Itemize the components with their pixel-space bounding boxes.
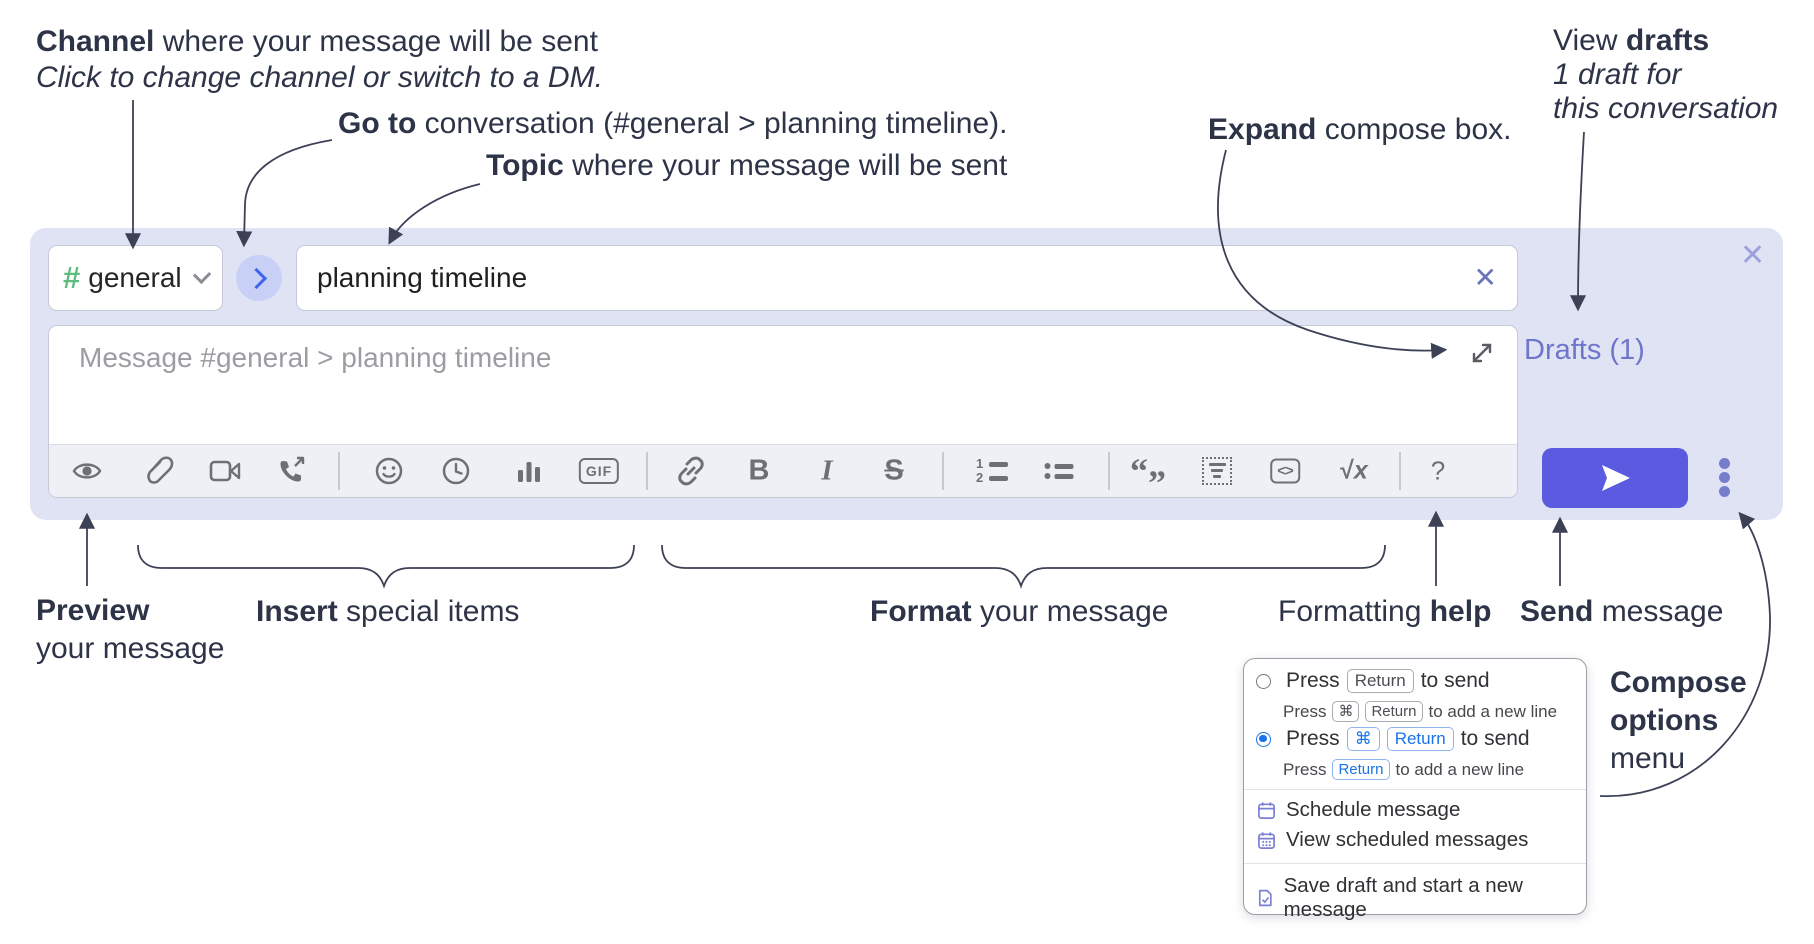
- draft-doc-icon: [1258, 889, 1272, 907]
- goto-annotation: Go to conversation (#general > planning …: [338, 107, 1008, 140]
- send-icon: [1602, 465, 1630, 491]
- compose-toolbar: GIF B I S 1 2 “”: [49, 444, 1517, 503]
- cmd-key: ⌘: [1346, 727, 1380, 751]
- toolbar-divider: [1399, 452, 1401, 490]
- topic-value: planning timeline: [317, 262, 528, 293]
- topic-annotation: Topic where your message will be sent: [486, 149, 1008, 182]
- send-annotation: Send message: [1520, 595, 1724, 628]
- code-icon[interactable]: <>: [1270, 458, 1300, 484]
- toolbar-divider: [1108, 452, 1110, 490]
- calendar-grid-icon: [1258, 831, 1275, 849]
- math-icon[interactable]: √x: [1340, 456, 1368, 485]
- toolbar-divider: [646, 452, 648, 490]
- help-annotation: Formatting help: [1278, 595, 1492, 628]
- video-call-icon[interactable]: [209, 458, 241, 484]
- return-key: Return: [1365, 701, 1423, 722]
- compose-options-icon[interactable]: [1719, 458, 1730, 497]
- gif-icon[interactable]: GIF: [578, 458, 620, 484]
- chevron-down-icon: [192, 265, 212, 285]
- send-button[interactable]: [1542, 448, 1688, 508]
- clear-topic-icon[interactable]: ✕: [1473, 262, 1497, 293]
- channel-name: general: [88, 262, 182, 293]
- topic-input[interactable]: planning timeline ✕: [296, 245, 1518, 311]
- message-placeholder: Message #general > planning timeline: [79, 342, 552, 373]
- toolbar-divider: [942, 452, 944, 490]
- drafts-link[interactable]: Drafts (1): [1524, 334, 1645, 366]
- voice-call-icon[interactable]: [277, 456, 307, 486]
- send-options-popup: Press Return to send Press ⌘ Return to a…: [1243, 658, 1587, 921]
- channel-annotation: Channel where your message will be sent: [36, 25, 598, 58]
- goto-conversation-button[interactable]: [236, 255, 282, 301]
- radio-unselected-icon[interactable]: [1256, 673, 1271, 689]
- attach-file-icon[interactable]: [144, 455, 174, 487]
- time-icon[interactable]: [441, 456, 471, 486]
- option-press-cmd-return[interactable]: Press ⌘ Return to send: [1256, 727, 1530, 751]
- insert-brace: [137, 544, 635, 589]
- chevron-right-icon: [245, 267, 268, 289]
- preview-icon[interactable]: [70, 458, 104, 484]
- message-textarea[interactable]: Message #general > planning timeline: [48, 325, 1518, 503]
- option-press-return[interactable]: Press Return to send: [1256, 669, 1490, 693]
- link-icon[interactable]: [675, 455, 707, 487]
- italic-icon[interactable]: I: [821, 454, 833, 487]
- popup-divider: [1244, 863, 1586, 864]
- quote-icon[interactable]: “”: [1130, 451, 1166, 503]
- expand-compose-icon[interactable]: [1469, 340, 1495, 366]
- strikethrough-icon[interactable]: S: [884, 454, 904, 487]
- spoiler-icon[interactable]: [1202, 457, 1232, 485]
- menu-item-save-draft[interactable]: Save draft and start a new message: [1257, 874, 1586, 922]
- bulleted-list-icon[interactable]: [1044, 463, 1074, 479]
- popup-divider: [1244, 789, 1586, 790]
- channel-annotation-line2: Click to change channel or switch to a D…: [36, 61, 603, 94]
- calendar-icon: [1258, 801, 1275, 819]
- format-brace: [661, 544, 1386, 589]
- radio-selected-icon[interactable]: [1256, 731, 1271, 747]
- format-annotation: Format your message: [870, 595, 1169, 628]
- compose-options-annotation: Compose options menu: [1610, 666, 1747, 775]
- formatting-help-icon[interactable]: ?: [1430, 455, 1446, 486]
- return-key: Return: [1386, 727, 1454, 751]
- drafts-annotation: View drafts 1 draft for this conversatio…: [1553, 24, 1779, 125]
- numbered-list-icon[interactable]: 1 2: [976, 457, 1008, 484]
- close-compose-icon[interactable]: ✕: [1740, 239, 1766, 272]
- toolbar-divider: [338, 452, 340, 490]
- menu-item-view-scheduled[interactable]: View scheduled messages: [1257, 828, 1528, 852]
- poll-icon[interactable]: [515, 457, 543, 485]
- goto-arrow: [236, 139, 333, 248]
- menu-item-schedule-message[interactable]: Schedule message: [1257, 798, 1460, 822]
- bold-icon[interactable]: B: [748, 454, 770, 487]
- option-press-cmd-return-subtext: Press Return to add a new line: [1283, 759, 1525, 780]
- expand-annotation: Expand compose box.: [1208, 113, 1512, 146]
- emoji-icon[interactable]: [374, 456, 404, 486]
- cmd-key: ⌘: [1332, 701, 1360, 722]
- return-key: Return: [1346, 669, 1414, 693]
- channel-selector[interactable]: # general: [48, 245, 223, 311]
- return-key: Return: [1332, 759, 1390, 780]
- option-press-return-subtext: Press ⌘ Return to add a new line: [1283, 701, 1558, 722]
- insert-annotation: Insert special items: [256, 595, 520, 628]
- channel-hash-icon: #: [63, 260, 81, 295]
